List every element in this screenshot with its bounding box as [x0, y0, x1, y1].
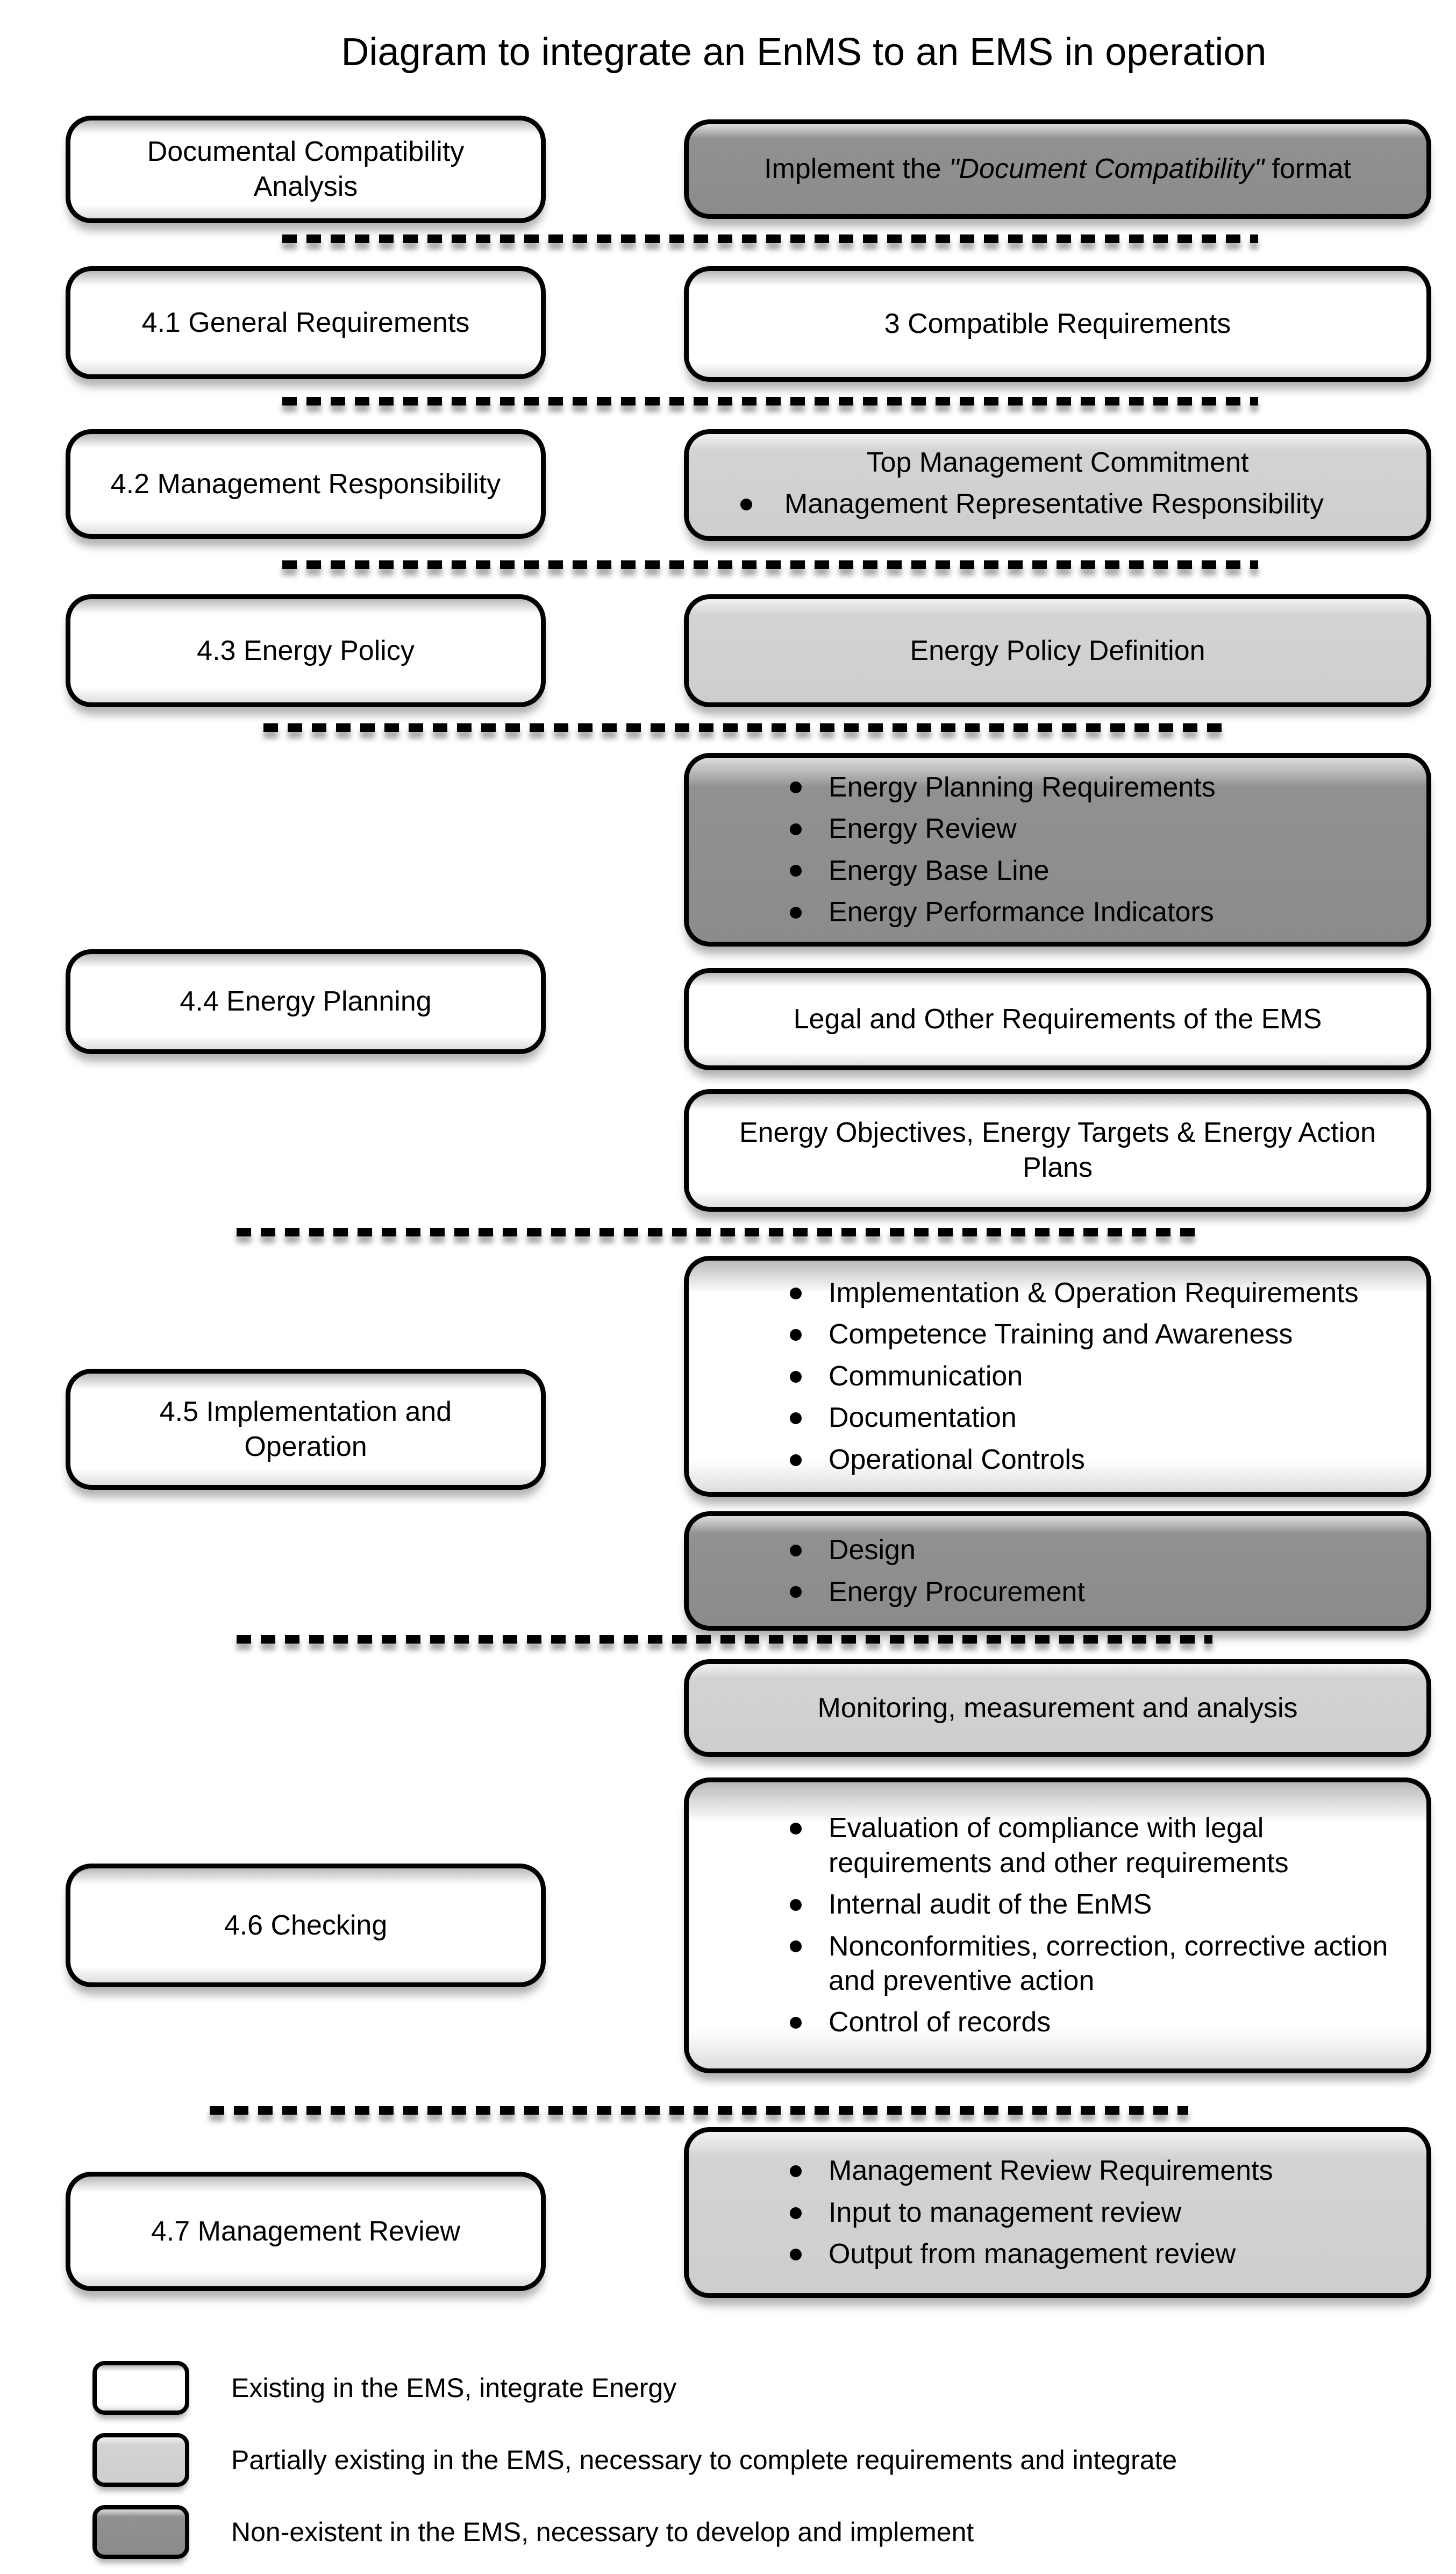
list-item: Communication	[775, 1359, 1389, 1393]
text-quoted-italic: "Document Compatibility"	[949, 153, 1265, 184]
box-label: 4.6 Checking	[224, 1909, 388, 1941]
bullet-list: Management Review Requirements Input to …	[721, 2146, 1394, 2278]
box-label: 4.3 Energy Policy	[197, 635, 415, 666]
bullet-list: Implementation & Operation Requirements …	[721, 1269, 1394, 1484]
box-label: Energy Policy Definition	[910, 635, 1205, 666]
box-4-1-general-requirements: 4.1 General Requirements	[66, 266, 546, 379]
legend-label: Existing in the EMS, integrate Energy	[231, 2373, 677, 2403]
box-label: 4.2 Management Responsibility	[110, 468, 501, 500]
box-4-6-checking: 4.6 Checking	[66, 1864, 546, 1987]
legend-swatch-existing	[92, 2361, 189, 2415]
bullet-list: Energy Planning Requirements Energy Revi…	[721, 763, 1394, 937]
list-item: Documentation	[775, 1400, 1389, 1435]
dashed-separator	[210, 2106, 1188, 2115]
list-item: Operational Controls	[775, 1442, 1389, 1477]
box-label: Implement the "Document Compatibility" f…	[764, 152, 1351, 187]
list-item: Energy Review	[775, 812, 1389, 846]
list-item: Management Review Requirements	[775, 2153, 1389, 2188]
box-implement-document-compatibility-format: Implement the "Document Compatibility" f…	[684, 119, 1431, 219]
list-item: Energy Base Line	[775, 854, 1389, 888]
list-item: Control of records	[775, 2005, 1389, 2039]
box-energy-planning-items: Energy Planning Requirements Energy Revi…	[684, 753, 1431, 947]
list-item: Energy Planning Requirements	[775, 770, 1389, 805]
dashed-separator	[282, 234, 1258, 243]
box-label: 4.7 Management Review	[151, 2215, 461, 2247]
dashed-separator	[282, 560, 1258, 569]
list-item: Input to management review	[775, 2195, 1389, 2230]
list-item: Evaluation of compliance with legal requ…	[775, 1811, 1389, 1880]
box-4-4-energy-planning: 4.4 Energy Planning	[66, 949, 546, 1054]
box-label: Documental Compatibility Analysis	[147, 136, 465, 202]
box-documental-compatibility-analysis: Documental Compatibility Analysis	[66, 116, 546, 223]
box-label: Energy Objectives, Energy Targets & Ener…	[739, 1117, 1376, 1183]
list-item: Design	[775, 1533, 1389, 1567]
box-4-3-energy-policy: 4.3 Energy Policy	[66, 594, 546, 707]
list-item: Nonconformities, correction, corrective …	[775, 1929, 1389, 1999]
box-3-compatible-requirements: 3 Compatible Requirements	[684, 266, 1431, 382]
list-item: Energy Performance Indicators	[775, 895, 1389, 929]
legend-label: Non-existent in the EMS, necessary to de…	[231, 2517, 974, 2547]
box-label: 4.4 Energy Planning	[180, 986, 432, 1017]
list-item: Output from management review	[775, 2237, 1389, 2271]
diagram-title: Diagram to integrate an EnMS to an EMS i…	[341, 31, 1267, 74]
list-item: Implementation & Operation Requirements	[775, 1276, 1389, 1310]
bullet-list: Design Energy Procurement	[721, 1526, 1394, 1616]
bullet-list: Evaluation of compliance with legal requ…	[721, 1804, 1394, 2047]
box-energy-policy-definition: Energy Policy Definition	[684, 594, 1431, 707]
box-design-energy-procurement: Design Energy Procurement	[684, 1511, 1431, 1631]
list-item: Energy Procurement	[775, 1575, 1389, 1609]
box-heading: Top Management Commitment	[866, 446, 1249, 478]
legend-label: Partially existing in the EMS, necessary…	[231, 2445, 1177, 2475]
dashed-separator	[237, 1228, 1204, 1236]
box-label: Legal and Other Requirements of the EMS	[793, 1003, 1322, 1035]
box-4-2-management-responsibility: 4.2 Management Responsibility	[66, 429, 546, 539]
box-implementation-operation-items: Implementation & Operation Requirements …	[684, 1256, 1431, 1497]
dashed-separator	[237, 1635, 1212, 1644]
list-item: Management Representative Responsibility	[737, 487, 1389, 521]
box-label: 4.5 Implementation and Operation	[159, 1396, 452, 1462]
box-label: 3 Compatible Requirements	[884, 308, 1231, 339]
list-item: Internal audit of the EnMS	[775, 1887, 1389, 1922]
box-label: 4.1 General Requirements	[141, 307, 470, 338]
dashed-separator	[282, 397, 1258, 406]
box-4-7-management-review: 4.7 Management Review	[66, 2172, 546, 2291]
box-checking-items: Evaluation of compliance with legal requ…	[684, 1777, 1431, 2073]
list-item: Competence Training and Awareness	[775, 1317, 1389, 1352]
box-4-5-implementation-and-operation: 4.5 Implementation and Operation	[66, 1369, 546, 1490]
legend-swatch-partially-existing	[92, 2433, 189, 2487]
box-legal-and-other-requirements: Legal and Other Requirements of the EMS	[684, 968, 1431, 1070]
box-management-review-items: Management Review Requirements Input to …	[684, 2127, 1431, 2298]
box-label: Monitoring, measurement and analysis	[817, 1692, 1298, 1724]
box-top-management-commitment: Top Management Commitment Management Rep…	[684, 429, 1431, 541]
legend-swatch-non-existent	[92, 2505, 189, 2559]
box-energy-objectives-targets-action-plans: Energy Objectives, Energy Targets & Ener…	[684, 1089, 1431, 1212]
box-monitoring-measurement-analysis: Monitoring, measurement and analysis	[684, 1659, 1431, 1757]
text-prefix: Implement the	[764, 153, 950, 184]
text-suffix: format	[1264, 153, 1351, 184]
bullet-list: Management Representative Responsibility	[721, 483, 1394, 524]
dashed-separator	[263, 723, 1231, 732]
